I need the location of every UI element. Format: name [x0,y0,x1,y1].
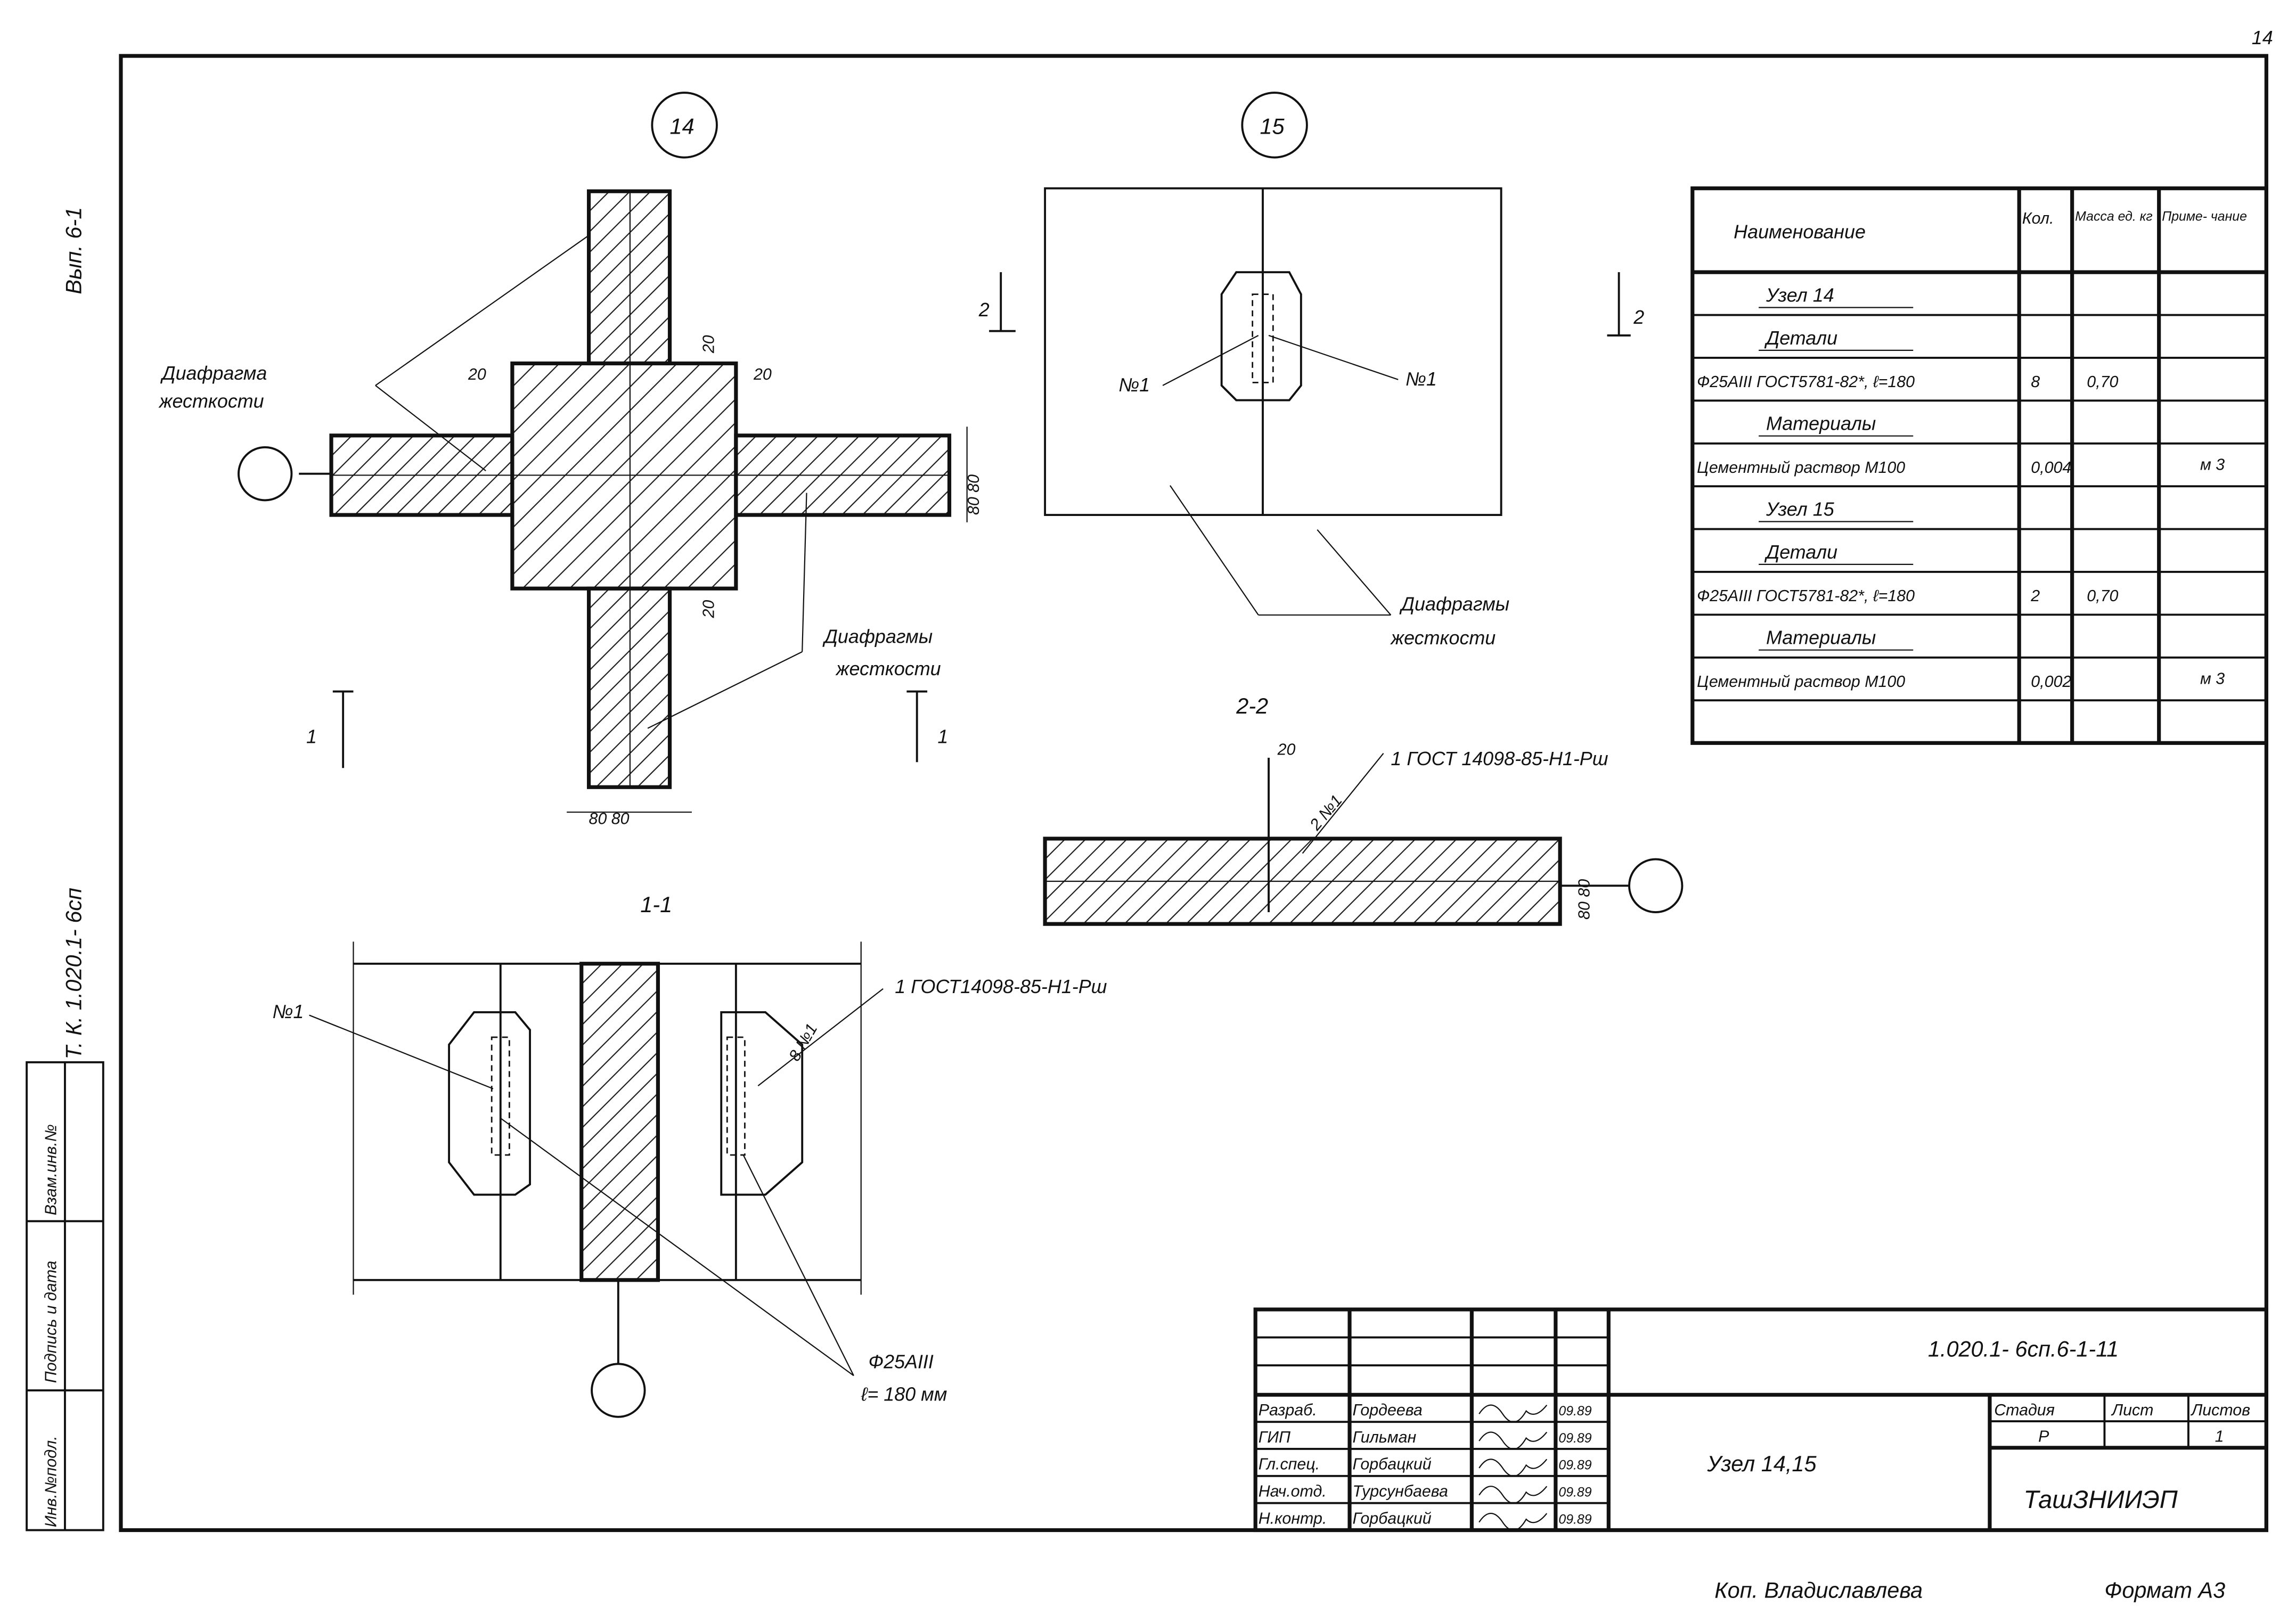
table-cell-mass: 0,70 [2087,373,2118,391]
svg-text:2-2: 2-2 [1236,693,1268,718]
svg-text:Диафрагмы: Диафрагмы [1399,593,1510,615]
svg-text:№1: №1 [1406,368,1437,390]
inventory-strip: Инв.№подл. Подпись и дата Взам.инв.№ [26,1061,104,1531]
table-section-heading: Детали [1764,541,1837,563]
svg-text:2 №1: 2 №1 [1306,791,1346,834]
signature [1478,1486,1548,1504]
col-header-note: Приме- чание [2162,209,2247,224]
copied-by: Коп. Владиславлева [1714,1578,1923,1603]
svg-text:2: 2 [1633,306,1644,328]
svg-text:Лист: Лист [2111,1401,2153,1419]
table-cell-note: м 3 [2200,455,2225,473]
signatory-name: Турсунбаева [1353,1482,1448,1501]
table-section-heading: Материалы [1766,413,1876,435]
signatory-role: Н.контр. [1259,1509,1327,1527]
svg-text:1: 1 [2215,1428,2224,1446]
issue-label: Вып. 6-1 [61,207,86,294]
signatory-name: Гордеева [1353,1401,1423,1419]
signatory-date: 09.89 [1558,1431,1591,1446]
series-label: Т. К. 1.020.1- 6сп [61,888,86,1059]
table-cell-qty: 2 [2030,587,2040,605]
svg-text:Стадия: Стадия [1994,1401,2055,1419]
node-14-drawing: 14 Диафрагма жесткости Диафрагмы жесткос… [158,92,983,828]
svg-text:15: 15 [1260,113,1285,138]
signatory-role: ГИП [1259,1428,1291,1446]
table-cell-name: Ф25АIII ГОСТ5781-82*, ℓ=180 [1697,587,1915,605]
signatory-date: 09.89 [1558,1512,1591,1527]
table-section-heading: Узел 14 [1766,284,1834,306]
signatory-date: 09.89 [1558,1485,1591,1500]
svg-text:Подпись и дата: Подпись и дата [42,1260,60,1383]
signatory-name: Горбацкий [1353,1455,1432,1473]
drawing-title: Узел 14,15 [1706,1451,1817,1476]
svg-text:20: 20 [699,600,717,619]
col-header-mass: Масса ед. кг [2075,209,2153,224]
signatory-role: Нач.отд. [1259,1482,1327,1501]
col-header-qty: Кол. [2022,209,2054,227]
svg-text:Ф25АIII: Ф25АIII [869,1351,934,1373]
signatory-role: Разраб. [1259,1401,1317,1419]
specification-table: Наименование Кол. Масса ед. кг Приме- ча… [1690,186,2268,745]
signatory-name: Гильман [1353,1428,1417,1446]
svg-text:20: 20 [1277,740,1296,758]
page-number: 14 [2252,27,2273,48]
section-2-2: 2-2 20 1 ГОСТ 14098-85-Н1-Рш 2 №1 80 80 [1043,693,1684,926]
table-cell-name: Ф25АIII ГОСТ5781-82*, ℓ=180 [1697,373,1915,391]
svg-text:ℓ= 180 мм: ℓ= 180 мм [861,1383,947,1405]
svg-text:№1: №1 [273,1001,304,1022]
col-header-name: Наименование [1734,221,1866,243]
sheet-frame [119,54,2268,1533]
svg-text:Листов: Листов [2190,1401,2250,1419]
axis-marker [238,446,293,502]
axis-marker [591,1363,646,1418]
node-15-drawing: 15 №1 №1 2 2 Диафрагмы жесткости [978,92,1644,649]
table-section-heading: Детали [1764,327,1837,349]
signature [1478,1513,1548,1531]
signatory-name: Горбацкий [1353,1509,1432,1527]
table-cell-qty: 0,004 [2031,458,2071,477]
table-cell-mass: 0,70 [2087,587,2118,605]
table-cell-qty: 8 [2031,373,2040,391]
svg-text:20: 20 [699,335,717,354]
svg-text:2: 2 [978,299,990,321]
signatory-role: Гл.спец. [1259,1455,1320,1473]
title-block: 1.020.1- 6сп.6-1-11 Узел 14,15 ТашЗНИИЭП… [1253,1307,2268,1533]
signatory-date: 09.89 [1558,1404,1591,1419]
svg-text:Р: Р [2038,1428,2049,1446]
signatory-date: 09.89 [1558,1458,1591,1473]
node-15-marker [1241,92,1308,159]
signature [1478,1431,1548,1450]
table-cell-name: Цементный раствор М100 [1697,458,1905,477]
svg-text:1: 1 [937,725,948,747]
svg-text:жесткости: жесткости [835,658,941,679]
svg-text:20: 20 [468,365,486,383]
document-code: 1.020.1- 6сп.6-1-11 [1928,1336,2119,1361]
table-cell-note: м 3 [2200,670,2225,688]
svg-text:жесткости: жесткости [158,390,264,412]
table-section-heading: Материалы [1766,627,1876,649]
sheet-format: Формат А3 [2104,1578,2225,1603]
svg-text:1 ГОСТ 14098-85-Н1-Рш: 1 ГОСТ 14098-85-Н1-Рш [1391,748,1608,769]
svg-text:14: 14 [670,113,694,138]
table-section-heading: Узел 15 [1766,498,1835,520]
svg-text:1-1: 1-1 [640,892,672,917]
table-cell-name: Цементный раствор М100 [1697,673,1905,691]
svg-text:жесткости: жесткости [1390,627,1496,649]
signature [1478,1404,1548,1423]
svg-text:8 №1: 8 №1 [786,1020,821,1064]
svg-text:Взам.инв.№: Взам.инв.№ [42,1124,60,1215]
svg-text:Диафрагма: Диафрагма [160,362,267,384]
signature [1478,1459,1548,1477]
axis-marker [1628,858,1684,913]
section-1-1: 1-1 №1 8 №1 1 ГОСТ14098-85-Н1-Рш Ф25АIII… [273,892,1107,1418]
table-cell-qty: 0,002 [2031,673,2071,691]
svg-text:№1: №1 [1118,374,1150,396]
svg-text:Инв.№подл.: Инв.№подл. [42,1436,60,1527]
svg-text:Диафрагмы: Диафрагмы [822,625,933,647]
organization: ТашЗНИИЭП [2023,1485,2178,1513]
svg-text:1 ГОСТ14098-85-Н1-Рш: 1 ГОСТ14098-85-Н1-Рш [895,976,1107,997]
svg-text:20: 20 [753,365,772,383]
node-14-marker [651,92,718,159]
svg-text:1: 1 [306,725,317,747]
